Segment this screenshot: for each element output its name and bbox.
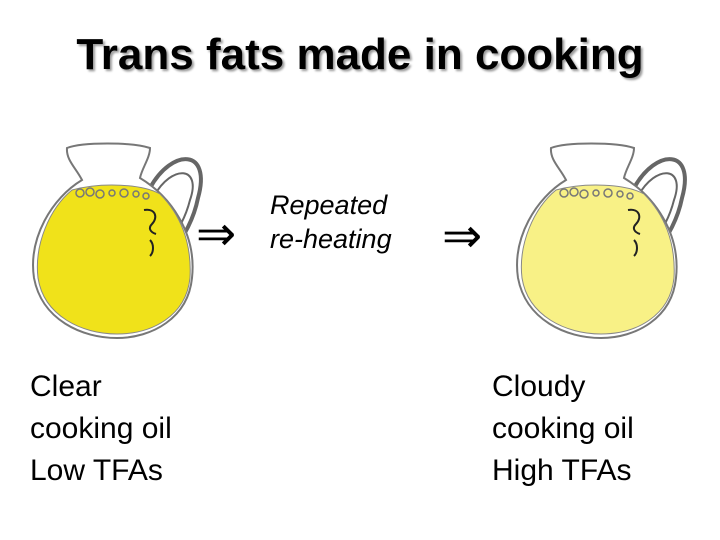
arrow-right-icon: ⇒ [442, 208, 483, 264]
glass-highlights [627, 208, 641, 257]
caption-line: Clear [30, 370, 102, 403]
caption-line: cooking oil [30, 412, 172, 445]
cloudy-oil-pitcher [516, 142, 687, 340]
caption-line: Cloudy [492, 370, 586, 403]
oil-fill [520, 184, 675, 335]
oil-fill [36, 184, 191, 335]
clear-oil-caption: Clear cooking oil Low TFAs [30, 366, 172, 492]
clear-oil-pitcher [32, 142, 203, 340]
process-label-line-1: Repeated [270, 190, 388, 220]
arrow-right-icon: ⇒ [196, 206, 237, 262]
process-label-line-2: re-heating [270, 224, 392, 254]
caption-line: Low TFAs [30, 454, 163, 487]
glass-highlights [143, 208, 157, 257]
cloudy-oil-caption: Cloudy cooking oil High TFAs [492, 366, 634, 492]
caption-line: High TFAs [492, 454, 632, 487]
caption-line: cooking oil [492, 412, 634, 445]
process-label: Repeated re-heating [270, 188, 392, 256]
oil-bubbles [559, 187, 634, 200]
oil-bubbles [75, 187, 150, 200]
slide-title: Trans fats made in cooking [76, 30, 644, 79]
